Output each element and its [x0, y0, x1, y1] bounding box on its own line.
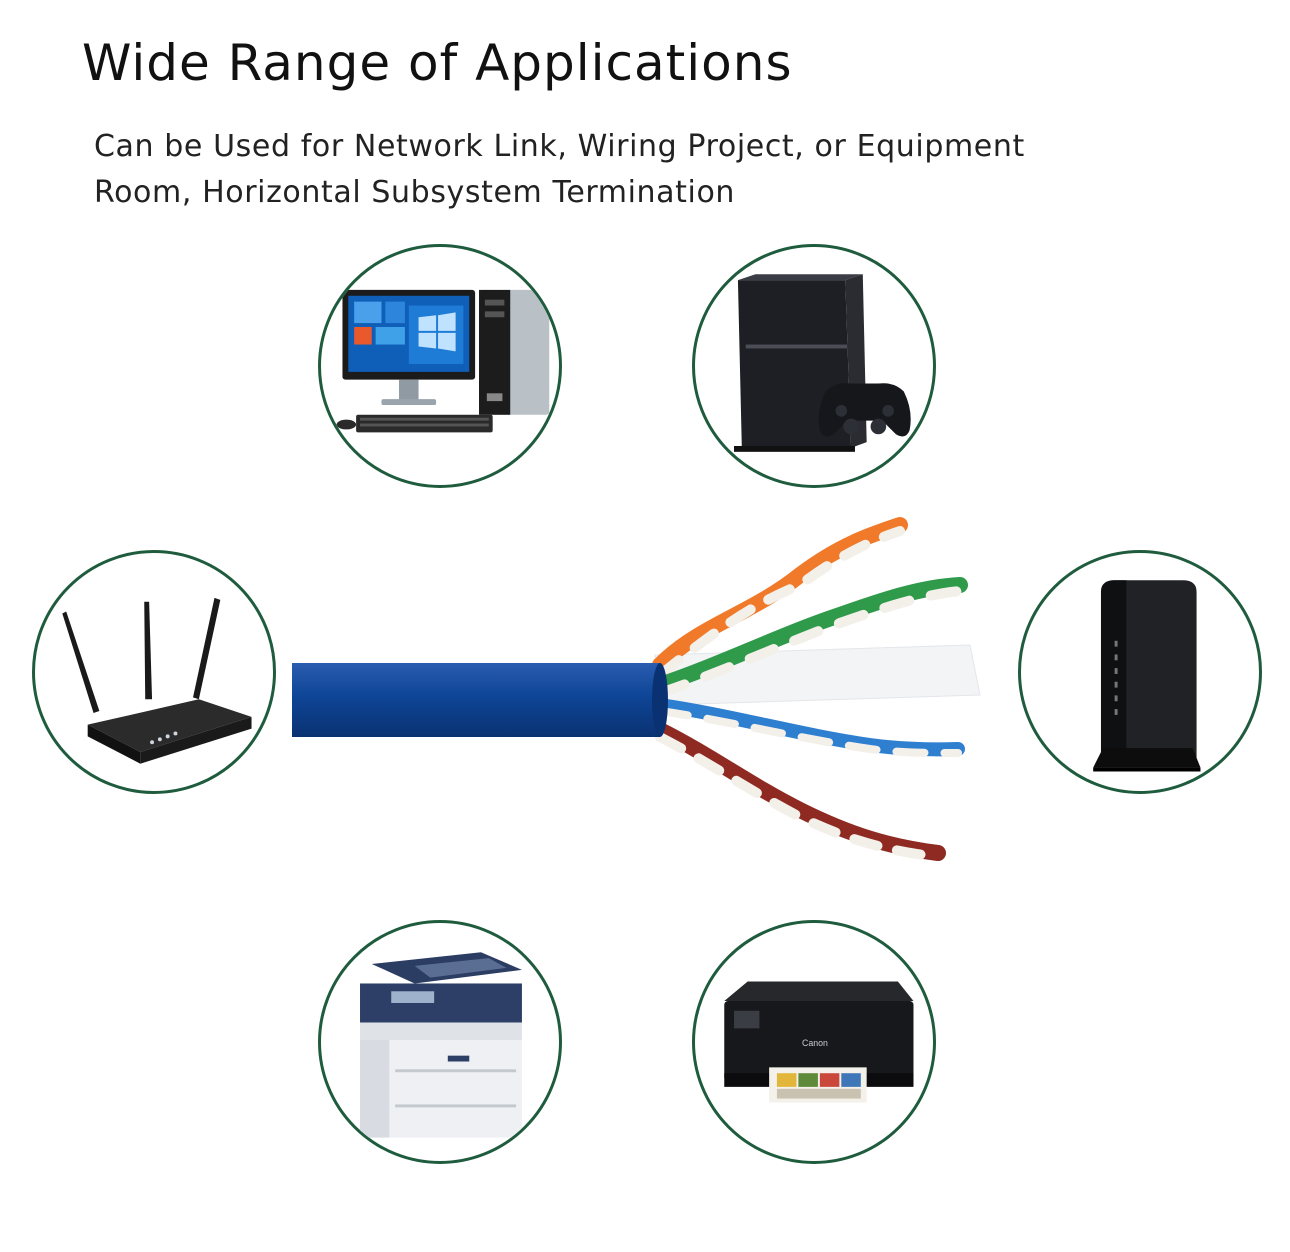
device-circle-mfp	[318, 920, 562, 1164]
multifunction-printer-icon	[360, 952, 522, 1138]
inkjet-printer-icon: Canon	[724, 981, 914, 1103]
page-subtitle: Can be Used for Network Link, Wiring Pro…	[94, 129, 1025, 210]
device-circle-router	[32, 550, 276, 794]
wifi-router-icon	[62, 597, 252, 764]
device-circle-game-console	[692, 244, 936, 488]
device-circle-desktop	[318, 244, 562, 488]
ethernet-cable-image	[292, 517, 981, 862]
game-console-icon	[734, 274, 911, 452]
modem-icon	[1093, 580, 1201, 772]
desktop-computer-icon	[336, 289, 550, 433]
printer-brand-text: Canon	[802, 1038, 828, 1048]
device-circle-modem	[1018, 550, 1262, 794]
device-circle-inkjet: Canon	[692, 920, 936, 1164]
page-title: Wide Range of Applications	[82, 34, 793, 92]
